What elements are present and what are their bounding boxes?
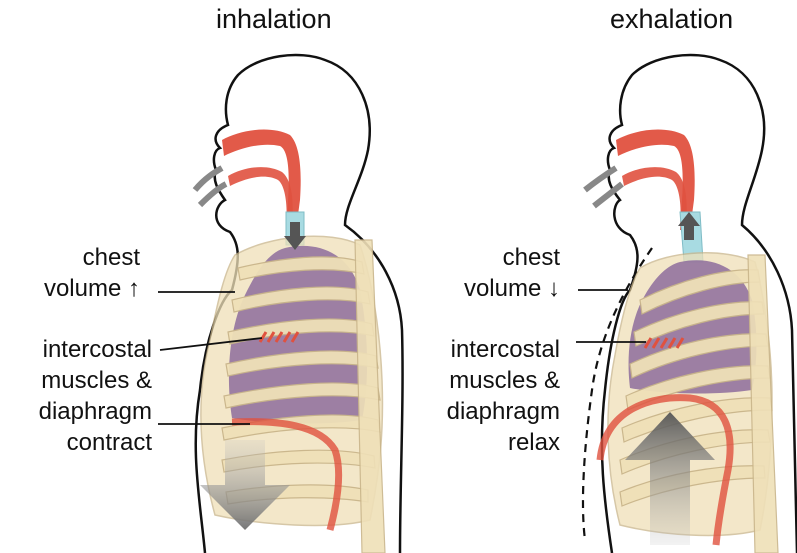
oral-airway: [622, 167, 687, 225]
exhalation-figure: [576, 55, 797, 553]
oral-airway: [228, 167, 293, 225]
air-in-arrow-icon: [195, 168, 226, 205]
inhalation-figure: [158, 55, 403, 553]
air-out-arrow-icon: [585, 168, 622, 206]
